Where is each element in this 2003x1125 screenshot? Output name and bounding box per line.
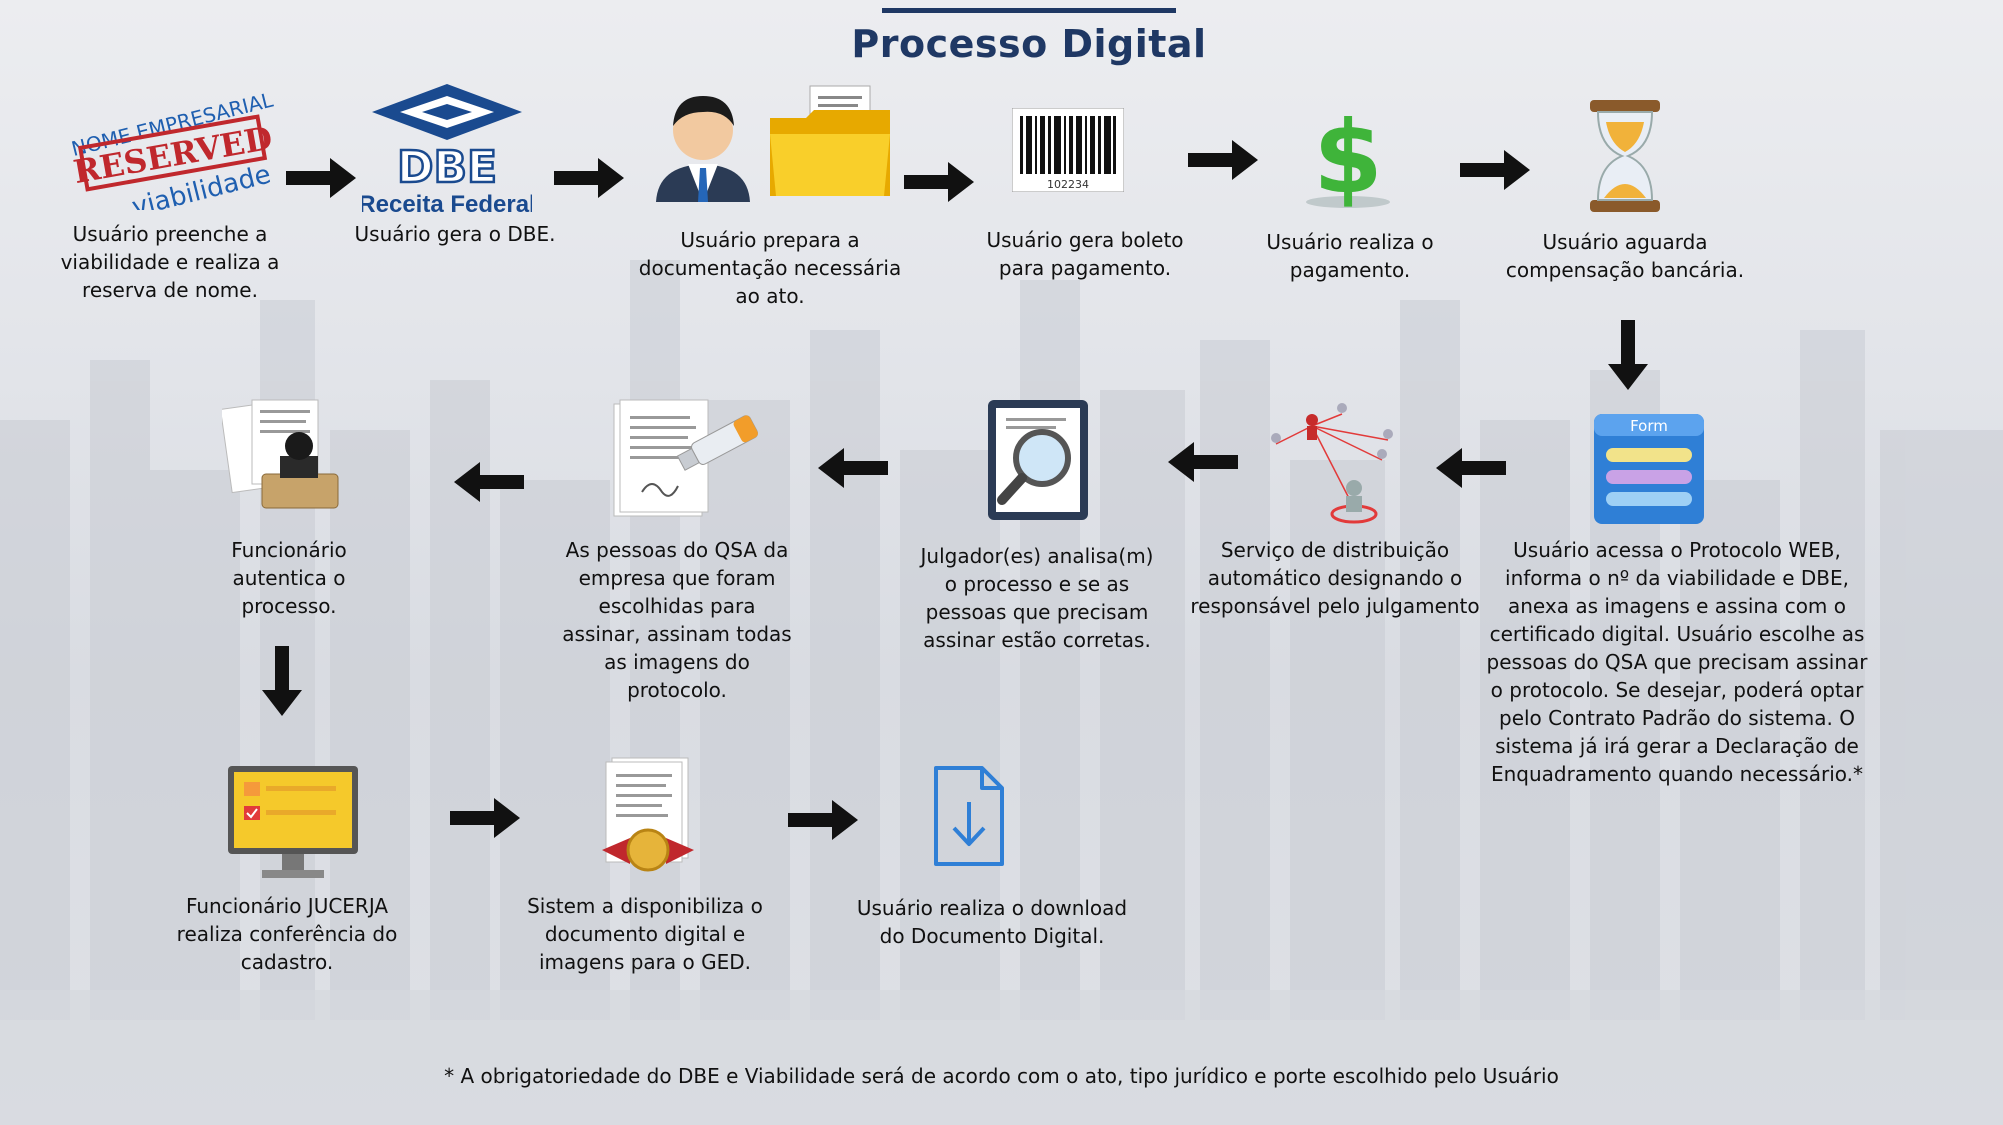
arrow-right-4 [1188,140,1258,180]
step-9-text: Julgador(es) analisa(m) o processo e se … [920,544,1154,652]
download-document-icon [934,766,1004,866]
arrow-left-4 [454,462,524,502]
step-2-text: Usuário gera o DBE. [354,222,556,246]
monitor-checklist-icon [228,766,358,878]
barcode-icon: 102234 [1012,108,1124,192]
step-5-text: Usuário realiza o pagamento. [1266,230,1434,282]
step-4-text: Usuário gera boleto para pagamento. [986,228,1184,280]
step-3-text: Usuário prepara a documentação necessári… [638,228,902,308]
user-avatar-icon [656,96,750,202]
arrow-right-2 [554,158,624,198]
reserved-stamp-icon: NOME EMPRESARIAL RESERVED viabilidade [69,87,276,210]
distribution-network-icon [1271,403,1393,524]
authentication-stamp-icon [222,399,339,509]
step-8-text: Serviço de distribuição automático desig… [1190,538,1480,618]
certificate-seal-icon [602,757,694,872]
arrow-left-1 [1436,448,1506,488]
hourglass-icon [1590,100,1660,212]
page-title: Processo Digital [851,22,1207,66]
step-12-text: Funcionário JUCERJA realiza conferência … [176,894,398,974]
magnifier-document-icon [988,400,1088,520]
folder-documents-icon [770,85,890,196]
dollar-sign-icon: $ [1306,100,1390,210]
svg-text:$: $ [1313,100,1383,210]
step-6-text: Usuário aguarda compensação bancária. [1505,230,1745,282]
footnote: * A obrigatoriedade do DBE e Viabilidade… [444,1064,1559,1088]
step-14-text: Usuário realiza o download do Documento … [856,896,1128,948]
title-underline [882,8,1176,13]
barcode-number: 102234 [1047,178,1089,191]
documents-usb-key-icon [613,399,759,517]
step-13-text: Sistem a disponibiliza o documento digit… [527,894,763,974]
arrow-right-5 [1460,150,1530,190]
arrow-left-3 [818,448,888,488]
arrow-right-7 [788,800,858,840]
arrow-down-2 [262,646,302,716]
arrow-right-3 [904,162,974,202]
form-label: Form [1630,417,1668,435]
arrow-right-6 [450,798,520,838]
step-7-text: Usuário acessa o Protocolo WEB, informa … [1486,538,1868,786]
arrow-left-2 [1168,442,1238,482]
step-1-text: Usuário preenche a viabilidade e realiza… [60,222,280,302]
step-11-text: Funcionário autentica o processo. [231,538,347,618]
arrow-down-1 [1608,320,1648,390]
dbe-logo-icon: DBE Receita Federal [362,84,532,217]
form-protocol-icon: Form [1594,414,1704,524]
step-10-text: As pessoas do QSA da empresa que foram e… [562,538,792,702]
receita-federal-text: Receita Federal [362,191,532,217]
arrow-right-1 [286,158,356,198]
dbe-logo-text: DBE [397,142,497,193]
